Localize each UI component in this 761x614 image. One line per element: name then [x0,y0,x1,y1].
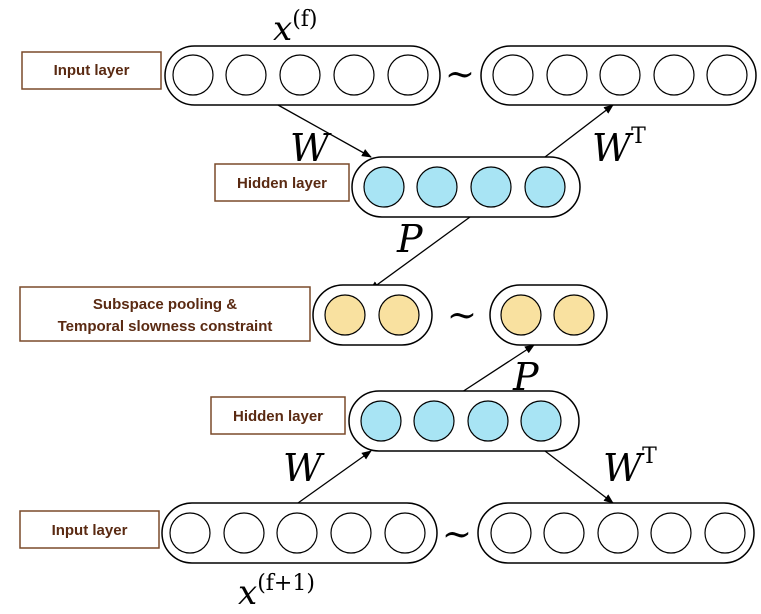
pooling-units-right [500,294,595,336]
pooling-label-box [19,286,311,342]
pooling-label-line1: Subspace pooling & [93,296,237,313]
reconstruction-units-bottom [490,512,746,554]
arrow-w-top [277,104,372,158]
input-unit [704,512,746,554]
input-unit [276,512,318,554]
hidden-layer-label-top: Hidden layer [237,175,327,192]
input-layer-label-box-top [21,51,162,90]
input-unit [546,54,588,96]
input-unit [543,512,585,554]
hidden-units-top [363,166,566,208]
w-label-top: W [290,126,332,170]
input-units-bottom-left [169,512,426,554]
arrow-wt-bottom [544,450,614,504]
input-unit [597,512,639,554]
pool-unit [324,294,366,336]
bottom-hidden-section: P Hidden layer W WT [210,344,657,504]
arrow-w-bottom [297,450,372,504]
top-hidden-section: W WT Hidden layer [214,104,646,218]
pooling-section: P Subspace pooling & Temporal slowness c… [19,216,608,346]
pool-unit [500,294,542,336]
input-unit [333,54,375,96]
arrow-p-top [369,216,471,291]
input-unit [653,54,695,96]
wt-label-bottom: WT [603,444,657,490]
pooling-label-line2: Temporal slowness constraint [58,318,273,335]
hidden-units-bottom [360,400,562,442]
hidden-unit [413,400,455,442]
input-unit [599,54,641,96]
input-unit [279,54,321,96]
input-units-top-left [172,54,429,96]
hidden-layer-label-box-top [214,163,350,202]
hidden-unit [360,400,402,442]
input-unit [169,512,211,554]
x-f1-bottom: x(f+1) [238,571,315,613]
input-unit [330,512,372,554]
input-unit [384,512,426,554]
tilde-middle: ∼ [447,295,477,336]
input-layer-label-box-bottom [19,510,160,549]
x-f-top: x(f) [273,7,318,49]
pool-unit [378,294,420,336]
input-unit [223,512,265,554]
pooling-units-left [324,294,420,336]
bottom-input-section: Input layer ∼ x(f+1) [19,502,755,613]
hidden-unit [467,400,509,442]
hidden-layer-label-bottom: Hidden layer [233,408,323,425]
hidden-layer-label-box-bottom [210,396,346,435]
tilde-top: ∼ [445,54,475,95]
input-layer-label-bottom: Input layer [52,522,128,539]
arrow-wt-top [544,104,614,158]
input-unit [650,512,692,554]
input-layer-label-top: Input layer [54,62,130,79]
hidden-unit [520,400,562,442]
tilde-bottom: ∼ [442,514,472,555]
wt-label-top: WT [592,124,646,170]
pool-unit [553,294,595,336]
hidden-unit [524,166,566,208]
p-label-top: P [396,217,424,261]
w-label-bottom: W [283,446,325,490]
input-unit [706,54,748,96]
input-unit [490,512,532,554]
arrow-p-bottom [461,344,535,393]
input-unit [225,54,267,96]
hidden-unit [363,166,405,208]
top-input-section: Input layer ∼ x(f) [21,7,757,106]
hidden-unit [470,166,512,208]
reconstruction-units-top [492,54,748,96]
hidden-layer-bottom [348,390,580,452]
input-unit [172,54,214,96]
input-unit [492,54,534,96]
hidden-unit [416,166,458,208]
hidden-layer-top [351,156,581,218]
input-unit [387,54,429,96]
